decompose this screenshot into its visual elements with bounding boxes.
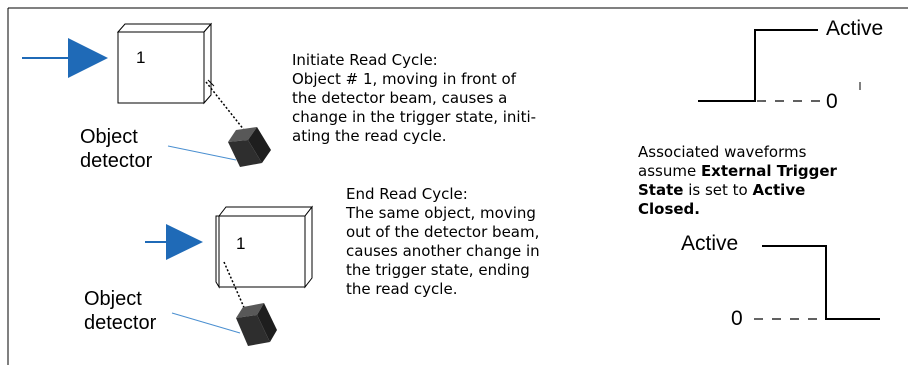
- object-number-label: 1: [136, 48, 146, 67]
- object-box-icon: [116, 22, 213, 105]
- note-line: State is set to Active: [638, 181, 837, 200]
- end-line: the read cycle.: [346, 280, 458, 298]
- initiate-line: ating the read cycle.: [292, 127, 447, 145]
- object-detector-label: Object detector: [80, 125, 152, 173]
- initiate-line: Object # 1, moving in front of: [292, 70, 517, 88]
- falling-waveform: [754, 245, 880, 320]
- label-line: detector: [84, 312, 157, 334]
- detector-sensor-icon: [236, 303, 277, 346]
- detector-label-leader: [167, 145, 237, 161]
- note-bold-text: State: [638, 181, 684, 199]
- end-line: the trigger state, ending: [346, 261, 530, 279]
- rising-waveform: [698, 29, 861, 102]
- end-line: out of the detector beam,: [346, 223, 540, 241]
- detector-sensor-icon: [228, 127, 271, 167]
- note-line: Closed.: [638, 200, 700, 218]
- initiate-line: the detector beam, causes a: [292, 89, 508, 107]
- end-title: End Read Cycle:: [346, 185, 468, 203]
- label-line: Object: [84, 288, 142, 310]
- detector-label-leader: [171, 312, 241, 334]
- note-bold-text: External Trigger: [700, 162, 837, 180]
- note-line: Associated waveforms: [638, 143, 807, 161]
- active-level-label: Active: [826, 17, 884, 40]
- label-line: detector: [80, 150, 153, 172]
- note-text: assume: [638, 162, 701, 180]
- end-line: causes another change in: [346, 242, 540, 260]
- end-line: The same object, moving: [346, 204, 536, 222]
- waveform-note: Associated waveforms assume External Tri…: [638, 143, 837, 219]
- detector-beam: [223, 261, 247, 313]
- initiate-line: change in the trigger state, initi-: [292, 108, 537, 126]
- note-bold-text: Active: [752, 181, 806, 199]
- initiate-title: Initiate Read Cycle:: [292, 51, 438, 69]
- zero-level-label: 0: [731, 307, 743, 330]
- end-read-cycle-note: End Read Cycle: The same object, moving …: [346, 185, 540, 299]
- active-level-label: Active: [681, 232, 739, 255]
- object-number-label: 1: [236, 234, 246, 253]
- note-line: assume External Trigger: [638, 162, 837, 181]
- label-line: Object: [80, 126, 138, 148]
- initiate-read-cycle-note: Initiate Read Cycle: Object # 1, moving …: [292, 51, 536, 146]
- object-box-icon: [215, 205, 314, 289]
- right-arrow-icon: [145, 224, 203, 260]
- right-arrow-icon: [22, 38, 108, 78]
- zero-level-label: 0: [826, 90, 838, 113]
- object-detector-label: Object detector: [84, 287, 156, 335]
- note-text: is set to: [683, 181, 753, 199]
